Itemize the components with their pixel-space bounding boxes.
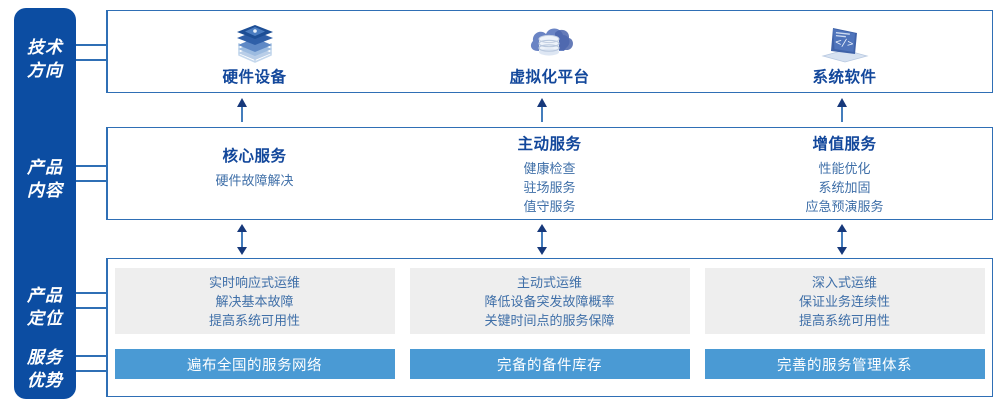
content-item: 系统加固 — [818, 179, 871, 195]
tech-item-label: 硬件设备 — [222, 68, 287, 86]
content-column-title: 核心服务 — [222, 147, 287, 165]
connector-line-tech-b — [72, 59, 108, 61]
content-item: 硬件故障解决 — [215, 172, 294, 188]
connector-line-positioning-a — [72, 292, 108, 294]
rail-label-tech-direction: 技术 方向 — [27, 38, 63, 80]
tech-item-system-software[interactable]: </> 系统软件 — [697, 11, 992, 92]
positioning-line: 主动式运维 — [516, 274, 582, 290]
cloud-database-icon — [520, 17, 580, 63]
connector-line-content-b — [72, 180, 108, 182]
arrow-bidirectional-value-added — [834, 224, 850, 260]
advantage-bar-service-network[interactable]: 遍布全国的服务网络 — [114, 349, 395, 379]
positioning-line: 实时响应式运维 — [208, 274, 300, 290]
connector-line-positioning-b — [72, 307, 108, 309]
arrow-up-hardware — [234, 98, 250, 127]
svg-text:</>: </> — [834, 37, 853, 50]
arrow-up-system-software — [834, 98, 850, 127]
positioning-line: 提高系统可用性 — [798, 312, 890, 328]
tech-item-virtualization[interactable]: 虚拟化平台 — [402, 11, 697, 92]
section-product-content: 核心服务 硬件故障解决 主动服务 健康检查 驻场服务 值守服务 增值服务 性能优… — [106, 127, 993, 220]
connector-vertical-bottom — [106, 258, 108, 397]
positioning-line: 降低设备突发故障概率 — [484, 293, 615, 309]
positioning-line: 保证业务连续性 — [798, 293, 890, 309]
laptop-code-icon: </> — [815, 17, 875, 63]
section-tech-direction: 硬件设备 虚拟化平台 — [106, 10, 993, 93]
positioning-line: 提高系统可用性 — [208, 312, 300, 328]
positioning-line: 关键时间点的服务保障 — [484, 312, 615, 328]
content-item: 驻场服务 — [523, 179, 576, 195]
content-item: 性能优化 — [818, 160, 871, 176]
advantage-cell[interactable]: 完善的服务管理体系 — [697, 334, 992, 379]
rail-label-product-content: 产品 内容 — [27, 158, 63, 200]
content-column-title: 增值服务 — [812, 135, 877, 153]
connector-line-content-a — [72, 165, 108, 167]
rail-label-service-advantage: 服务 优势 — [27, 348, 63, 390]
connector-vertical-tech — [106, 10, 108, 93]
server-stack-icon — [225, 17, 285, 63]
positioning-line: 解决基本故障 — [215, 293, 294, 309]
left-category-rail: 技术 方向 产品 内容 产品 定位 服务 优势 — [14, 8, 76, 399]
content-column-core-service[interactable]: 核心服务 硬件故障解决 — [107, 128, 402, 219]
positioning-box-indepth: 深入式运维 保证业务连续性 提高系统可用性 — [704, 268, 985, 334]
content-item: 值守服务 — [523, 198, 576, 214]
arrow-双-core — [234, 224, 250, 260]
content-item: 健康检查 — [523, 160, 576, 176]
content-column-proactive-service[interactable]: 主动服务 健康检查 驻场服务 值守服务 — [402, 128, 697, 219]
advantage-cell[interactable]: 遍布全国的服务网络 — [107, 334, 402, 379]
arrow-up-virtualization — [534, 98, 550, 127]
content-item: 应急预演服务 — [805, 198, 884, 214]
positioning-box-proactive: 主动式运维 降低设备突发故障概率 关键时间点的服务保障 — [409, 268, 690, 334]
positioning-line: 深入式运维 — [811, 274, 877, 290]
advantage-bar-spare-parts[interactable]: 完备的备件库存 — [409, 349, 690, 379]
arrow-bidirectional-proactive — [534, 224, 550, 260]
advantage-cell[interactable]: 完备的备件库存 — [402, 334, 697, 379]
tech-item-label: 系统软件 — [812, 68, 877, 86]
positioning-cell[interactable]: 实时响应式运维 解决基本故障 提高系统可用性 — [107, 259, 402, 334]
positioning-row: 实时响应式运维 解决基本故障 提高系统可用性 主动式运维 降低设备突发故障概率 … — [107, 259, 992, 334]
content-column-title: 主动服务 — [517, 135, 582, 153]
rail-label-product-positioning: 产品 定位 — [27, 286, 63, 328]
positioning-box-realtime: 实时响应式运维 解决基本故障 提高系统可用性 — [114, 268, 395, 334]
content-column-value-added-service[interactable]: 增值服务 性能优化 系统加固 应急预演服务 — [697, 128, 992, 219]
connector-vertical-content — [106, 127, 108, 220]
advantage-bar-management-system[interactable]: 完善的服务管理体系 — [704, 349, 985, 379]
connector-line-advantage-a — [72, 355, 108, 357]
section-positioning-and-advantages: 实时响应式运维 解决基本故障 提高系统可用性 主动式运维 降低设备突发故障概率 … — [106, 258, 993, 397]
tech-item-label: 虚拟化平台 — [509, 68, 590, 86]
connector-line-tech-a — [72, 44, 108, 46]
tech-item-hardware[interactable]: 硬件设备 — [107, 11, 402, 92]
positioning-cell[interactable]: 深入式运维 保证业务连续性 提高系统可用性 — [697, 259, 992, 334]
advantages-row: 遍布全国的服务网络 完备的备件库存 完善的服务管理体系 — [107, 334, 992, 379]
positioning-cell[interactable]: 主动式运维 降低设备突发故障概率 关键时间点的服务保障 — [402, 259, 697, 334]
connector-line-advantage-b — [72, 370, 108, 372]
